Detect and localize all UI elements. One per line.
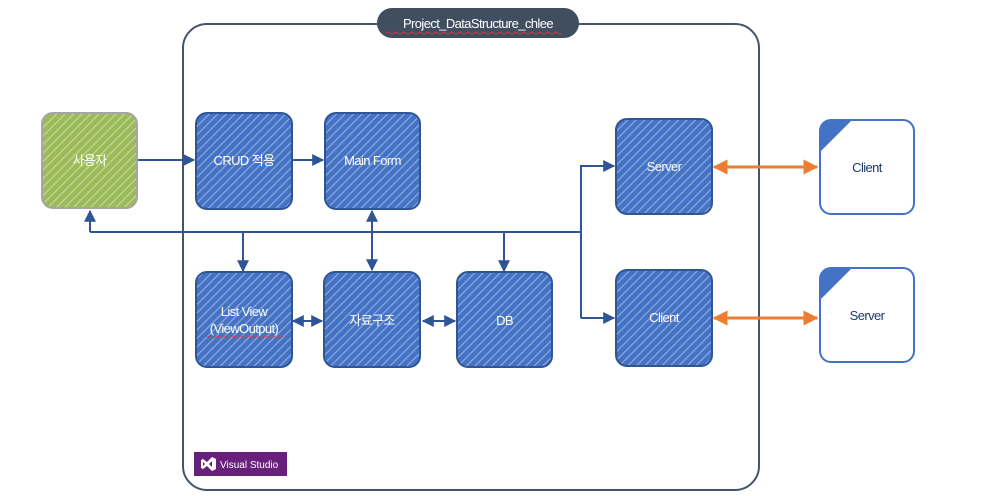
spellcheck-underline (206, 335, 284, 339)
spellcheck-underline (385, 31, 563, 35)
project-container (182, 23, 760, 491)
visual-studio-label: Visual Studio (220, 460, 279, 471)
node-list-view-label-line2: (ViewOutput) (210, 321, 279, 336)
node-external-server: Server (819, 267, 915, 363)
corner-tab-icon (821, 121, 851, 151)
node-client-label: Client (649, 310, 680, 325)
node-main-form-label: Main Form (344, 153, 401, 168)
node-data-structure: 자료구조 (323, 271, 421, 368)
connectors (84, 154, 616, 327)
node-main-form: Main Form (324, 112, 421, 210)
node-client: Client (615, 269, 713, 367)
node-db: DB (456, 271, 553, 368)
node-list-view: List View (ViewOutput) (195, 271, 293, 368)
node-crud-label: CRUD 적용 (214, 153, 276, 168)
node-server-label: Server (647, 159, 683, 174)
container-title-text: Project_DataStructure_chlee (403, 16, 553, 31)
network-connectors (712, 159, 819, 326)
node-user-label: 사용자 (72, 153, 107, 168)
node-server: Server (615, 118, 713, 215)
node-external-client: Client (819, 119, 915, 215)
node-external-server-label: Server (850, 308, 886, 323)
node-data-structure-label: 자료구조 (349, 313, 395, 328)
node-user: 사용자 (41, 112, 138, 209)
node-db-label: DB (496, 313, 513, 328)
visual-studio-badge: Visual Studio (194, 452, 287, 476)
node-crud: CRUD 적용 (195, 112, 293, 210)
node-external-client-label: Client (852, 160, 883, 175)
corner-tab-icon (821, 269, 851, 299)
container-title: Project_DataStructure_chlee (377, 8, 579, 38)
node-list-view-label-line1: List View (221, 304, 269, 319)
visual-studio-icon (201, 457, 216, 471)
